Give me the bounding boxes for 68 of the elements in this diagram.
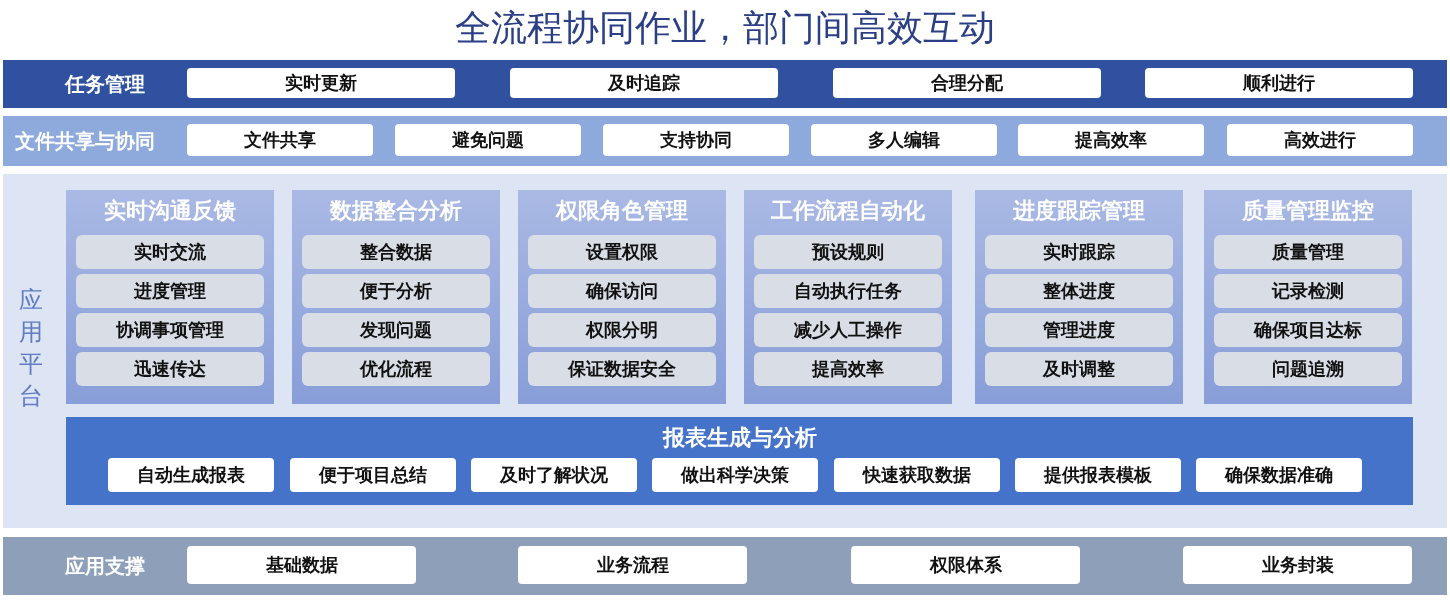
feature-box: 确保数据准确 bbox=[1196, 458, 1362, 492]
feature-box: 优化流程 bbox=[302, 352, 490, 386]
feature-box: 保证数据安全 bbox=[528, 352, 716, 386]
feature-box: 问题追溯 bbox=[1214, 352, 1402, 386]
module-title: 工作流程自动化 bbox=[770, 196, 926, 225]
layer-title: 任务管理 bbox=[65, 71, 145, 98]
module-title: 进度跟踪管理 bbox=[1012, 196, 1146, 225]
feature-box: 实时跟踪 bbox=[985, 235, 1173, 269]
feature-box: 多人编辑 bbox=[811, 124, 997, 156]
feature-box: 预设规则 bbox=[754, 235, 942, 269]
feature-box: 协调事项管理 bbox=[76, 313, 264, 347]
layer-band bbox=[3, 537, 1447, 595]
feature-box: 高效进行 bbox=[1227, 124, 1413, 156]
feature-box: 减少人工操作 bbox=[754, 313, 942, 347]
feature-box: 合理分配 bbox=[833, 68, 1101, 98]
module-panel bbox=[518, 190, 726, 404]
module-title: 报表生成与分析 bbox=[661, 423, 818, 452]
feature-box: 管理进度 bbox=[985, 313, 1173, 347]
module-panel bbox=[1204, 190, 1412, 404]
feature-box: 做出科学决策 bbox=[652, 458, 818, 492]
feature-box: 确保访问 bbox=[528, 274, 716, 308]
layer-title: 文件共享与协同 bbox=[15, 128, 155, 155]
layer-title: 应用平台 bbox=[18, 285, 44, 412]
feature-box: 自动生成报表 bbox=[108, 458, 274, 492]
feature-box: 快速获取数据 bbox=[834, 458, 1000, 492]
diagram-title: 全流程协同作业，部门间高效互动 bbox=[454, 6, 996, 50]
feature-box: 实时交流 bbox=[76, 235, 264, 269]
module-panel bbox=[744, 190, 952, 404]
module-panel bbox=[66, 417, 1413, 505]
feature-box: 自动执行任务 bbox=[754, 274, 942, 308]
layer-title: 应用支撑 bbox=[65, 553, 145, 580]
platform-panel bbox=[3, 174, 1447, 528]
feature-box: 发现问题 bbox=[302, 313, 490, 347]
feature-box: 便于项目总结 bbox=[290, 458, 456, 492]
module-title: 权限角色管理 bbox=[554, 196, 689, 225]
module-panel bbox=[292, 190, 500, 404]
feature-box: 设置权限 bbox=[528, 235, 716, 269]
module-panel bbox=[975, 190, 1183, 404]
module-title: 质量管理监控 bbox=[1241, 196, 1375, 225]
module-panel bbox=[66, 190, 274, 404]
feature-box: 整合数据 bbox=[302, 235, 490, 269]
feature-box: 业务流程 bbox=[518, 546, 747, 584]
feature-box: 及时追踪 bbox=[510, 68, 778, 98]
feature-box: 提高效率 bbox=[1018, 124, 1204, 156]
feature-box: 基础数据 bbox=[187, 546, 416, 584]
feature-box: 权限体系 bbox=[851, 546, 1080, 584]
feature-box: 质量管理 bbox=[1214, 235, 1402, 269]
feature-box: 确保项目达标 bbox=[1214, 313, 1402, 347]
feature-box: 文件共享 bbox=[187, 124, 373, 156]
feature-box: 迅速传达 bbox=[76, 352, 264, 386]
feature-box: 支持协同 bbox=[603, 124, 789, 156]
feature-box: 便于分析 bbox=[302, 274, 490, 308]
module-title: 实时沟通反馈 bbox=[103, 196, 237, 225]
feature-box: 提高效率 bbox=[754, 352, 942, 386]
feature-box: 业务封装 bbox=[1183, 546, 1412, 584]
layer-band bbox=[3, 116, 1447, 166]
feature-box: 实时更新 bbox=[187, 68, 455, 98]
module-title: 数据整合分析 bbox=[328, 196, 463, 225]
feature-box: 避免问题 bbox=[395, 124, 581, 156]
feature-box: 及时调整 bbox=[985, 352, 1173, 386]
feature-box: 记录检测 bbox=[1214, 274, 1402, 308]
feature-box: 提供报表模板 bbox=[1015, 458, 1181, 492]
feature-box: 及时了解状况 bbox=[471, 458, 637, 492]
feature-box: 顺利进行 bbox=[1145, 68, 1413, 98]
feature-box: 进度管理 bbox=[76, 274, 264, 308]
layer-band bbox=[3, 60, 1447, 108]
feature-box: 整体进度 bbox=[985, 274, 1173, 308]
feature-box: 权限分明 bbox=[528, 313, 716, 347]
